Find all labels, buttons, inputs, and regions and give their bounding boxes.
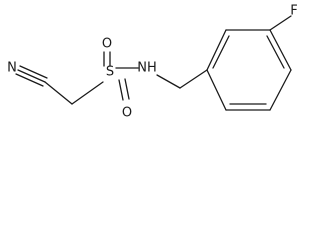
atom-label-nitrile-nitrogen: N bbox=[7, 61, 17, 76]
bond-sulfur-oxygen-bottom-2 bbox=[124, 78, 130, 100]
bond-nitrile-triple-3 bbox=[15, 73, 44, 87]
atom-label-oxygen-bottom: O bbox=[122, 106, 132, 121]
bond-nitrile-triple-2 bbox=[19, 65, 48, 79]
bond-nitrogen-methylene bbox=[156, 74, 181, 89]
atom-label-layer: N O S O NH F bbox=[7, 4, 298, 121]
bond-layer bbox=[15, 15, 292, 111]
bond-cyano-methylene bbox=[44, 81, 73, 105]
bond-methylene-sulfur bbox=[71, 81, 104, 105]
bond-methylene-ring bbox=[179, 69, 208, 89]
structure-diagram: N O S O NH F bbox=[7, 4, 298, 121]
ring-bond-6 bbox=[206, 69, 227, 111]
atom-label-fluorine: F bbox=[290, 4, 297, 19]
ring-bond-4 bbox=[269, 69, 292, 111]
bond-ring-fluorine bbox=[269, 15, 292, 31]
bond-sulfur-oxygen-bottom-1 bbox=[118, 79, 124, 101]
ring-bond-3-inner bbox=[266, 35, 285, 69]
ring-bond-1-inner bbox=[212, 35, 230, 69]
bond-nitrile-triple-1 bbox=[17, 69, 46, 83]
atom-label-oxygen-top: O bbox=[102, 37, 112, 52]
ring-bond-1 bbox=[206, 29, 227, 71]
atom-label-sulfur: S bbox=[106, 65, 114, 80]
atom-label-amide-nh: NH bbox=[137, 61, 157, 76]
ring-bond-3 bbox=[269, 29, 292, 71]
